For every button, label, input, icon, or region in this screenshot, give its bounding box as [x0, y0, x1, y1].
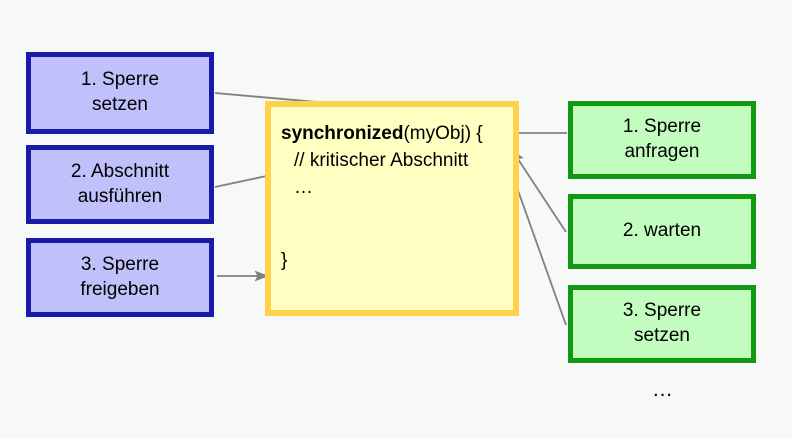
left-step-3-line2: freigeben — [80, 278, 160, 300]
code-line-4-closing-brace: } — [281, 249, 288, 271]
right-step-1-line2: anfragen — [624, 141, 700, 162]
right-step-3-line1: 3. Sperre — [622, 300, 702, 322]
code-line-1-rest: (myObj) { — [403, 123, 483, 144]
right-step-1-line1: 1. Sperre — [622, 116, 702, 138]
synchronized-code-block[interactable]: synchronized(myObj) { // kritischer Absc… — [265, 101, 519, 316]
left-step-3-box[interactable]: 3. Sperre freigeben — [26, 238, 214, 317]
right-step-3-line2: setzen — [634, 325, 690, 346]
left-step-2-line1: 2. Abschnitt — [70, 160, 170, 182]
right-step-2-box[interactable]: 2. warten — [568, 194, 756, 269]
left-step-2-line2: ausführen — [77, 185, 163, 207]
right-step-2-line1: 2. warten — [622, 220, 702, 242]
code-line-3-ellipsis: … — [294, 176, 313, 198]
code-keyword-synchronized: synchronized — [281, 123, 404, 144]
right-step-1-box[interactable]: 1. Sperre anfragen — [568, 101, 756, 179]
left-step-1-line2: setzen — [92, 94, 148, 115]
right-steps-more-ellipsis: … — [652, 378, 674, 401]
left-step-1-box[interactable]: 1. Sperre setzen — [26, 52, 214, 134]
code-line-1: synchronized(myObj) { — [281, 121, 513, 148]
left-step-1-line1: 1. Sperre — [80, 69, 160, 91]
left-step-3-line1: 3. Sperre — [80, 253, 160, 275]
right-step-3-box[interactable]: 3. Sperre setzen — [568, 285, 756, 363]
code-line-2-comment: // kritischer Abschnitt — [294, 149, 469, 171]
arrow-wait-to-code — [511, 149, 567, 233]
left-step-2-box[interactable]: 2. Abschnitt ausführen — [26, 145, 214, 224]
